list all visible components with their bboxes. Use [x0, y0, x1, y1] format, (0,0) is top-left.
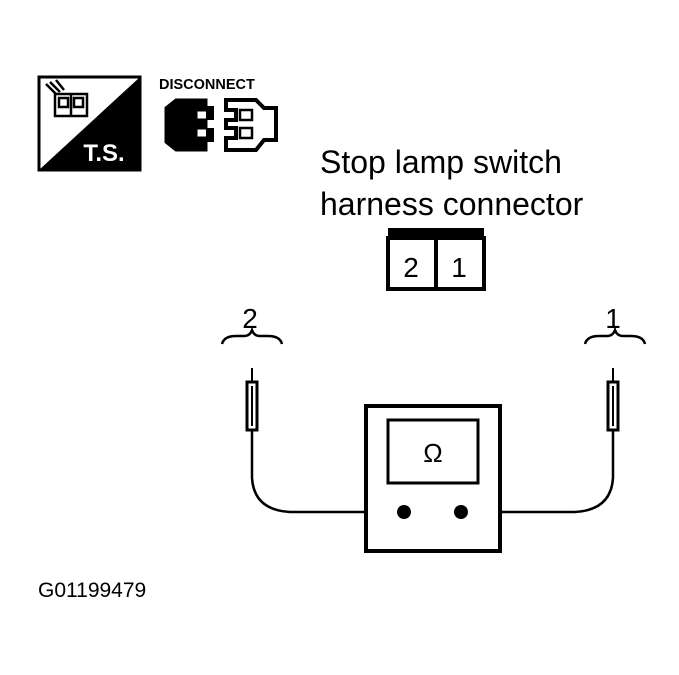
left-probe-brace — [220, 326, 284, 345]
connector-pictogram-icon — [45, 79, 89, 118]
connector-pin-2: 2 — [403, 252, 419, 283]
meter-terminal-left — [397, 505, 411, 519]
harness-connector-face: 2 1 — [386, 228, 486, 291]
right-probe-label: 1 — [605, 303, 621, 334]
right-probe: 1 — [461, 303, 647, 514]
disconnect-icon: DISCONNECT — [159, 77, 278, 152]
ts-label: T.S. — [83, 140, 124, 167]
connector-title-line2: harness connector — [320, 186, 584, 222]
ohm-symbol: Ω — [423, 438, 442, 468]
ohmmeter-display — [386, 418, 480, 485]
left-probe: 2 — [220, 303, 404, 514]
ts-icon: T.S. — [37, 75, 142, 172]
connector-pin-1: 1 — [451, 252, 467, 283]
disconnect-label: DISCONNECT — [159, 77, 255, 93]
right-probe-brace — [583, 326, 647, 345]
connector-title-line1: Stop lamp switch — [320, 144, 562, 180]
meter-terminal-right — [454, 505, 468, 519]
ohmmeter: Ω — [364, 404, 502, 553]
figure-id: G01199479 — [38, 579, 146, 602]
left-probe-label: 2 — [242, 303, 258, 334]
